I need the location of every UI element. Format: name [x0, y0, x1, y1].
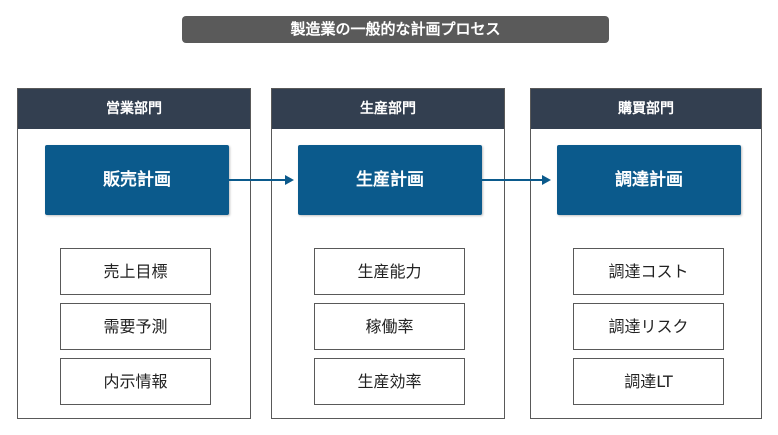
production-department-panel: 生産部門 生産計画 生産能力 稼働率 生産効率 — [271, 88, 505, 419]
purchasing-item-3: 調達LT — [573, 358, 724, 405]
production-item-3: 生産効率 — [314, 358, 465, 405]
purchasing-department-header: 購買部門 — [531, 89, 761, 129]
sales-department-header: 営業部門 — [18, 89, 250, 129]
arrow-sales-to-production — [229, 175, 294, 185]
sales-item-1: 売上目標 — [60, 248, 211, 295]
sales-plan-box: 販売計画 — [45, 145, 229, 215]
sales-department-panel: 営業部門 販売計画 売上目標 需要予測 内示情報 — [17, 88, 251, 419]
sales-item-3: 内示情報 — [60, 358, 211, 405]
sales-item-2: 需要予測 — [60, 303, 211, 350]
production-item-2: 稼働率 — [314, 303, 465, 350]
purchasing-item-2: 調達リスク — [573, 303, 724, 350]
purchasing-item-1: 調達コスト — [573, 248, 724, 295]
purchasing-department-panel: 購買部門 調達計画 調達コスト 調達リスク 調達LT — [530, 88, 762, 419]
arrow-production-to-purchasing — [482, 175, 551, 185]
production-department-header: 生産部門 — [272, 89, 504, 129]
purchasing-plan-box: 調達計画 — [557, 145, 741, 215]
diagram-title: 製造業の一般的な計画プロセス — [182, 16, 609, 43]
production-plan-box: 生産計画 — [298, 145, 482, 215]
production-item-1: 生産能力 — [314, 248, 465, 295]
